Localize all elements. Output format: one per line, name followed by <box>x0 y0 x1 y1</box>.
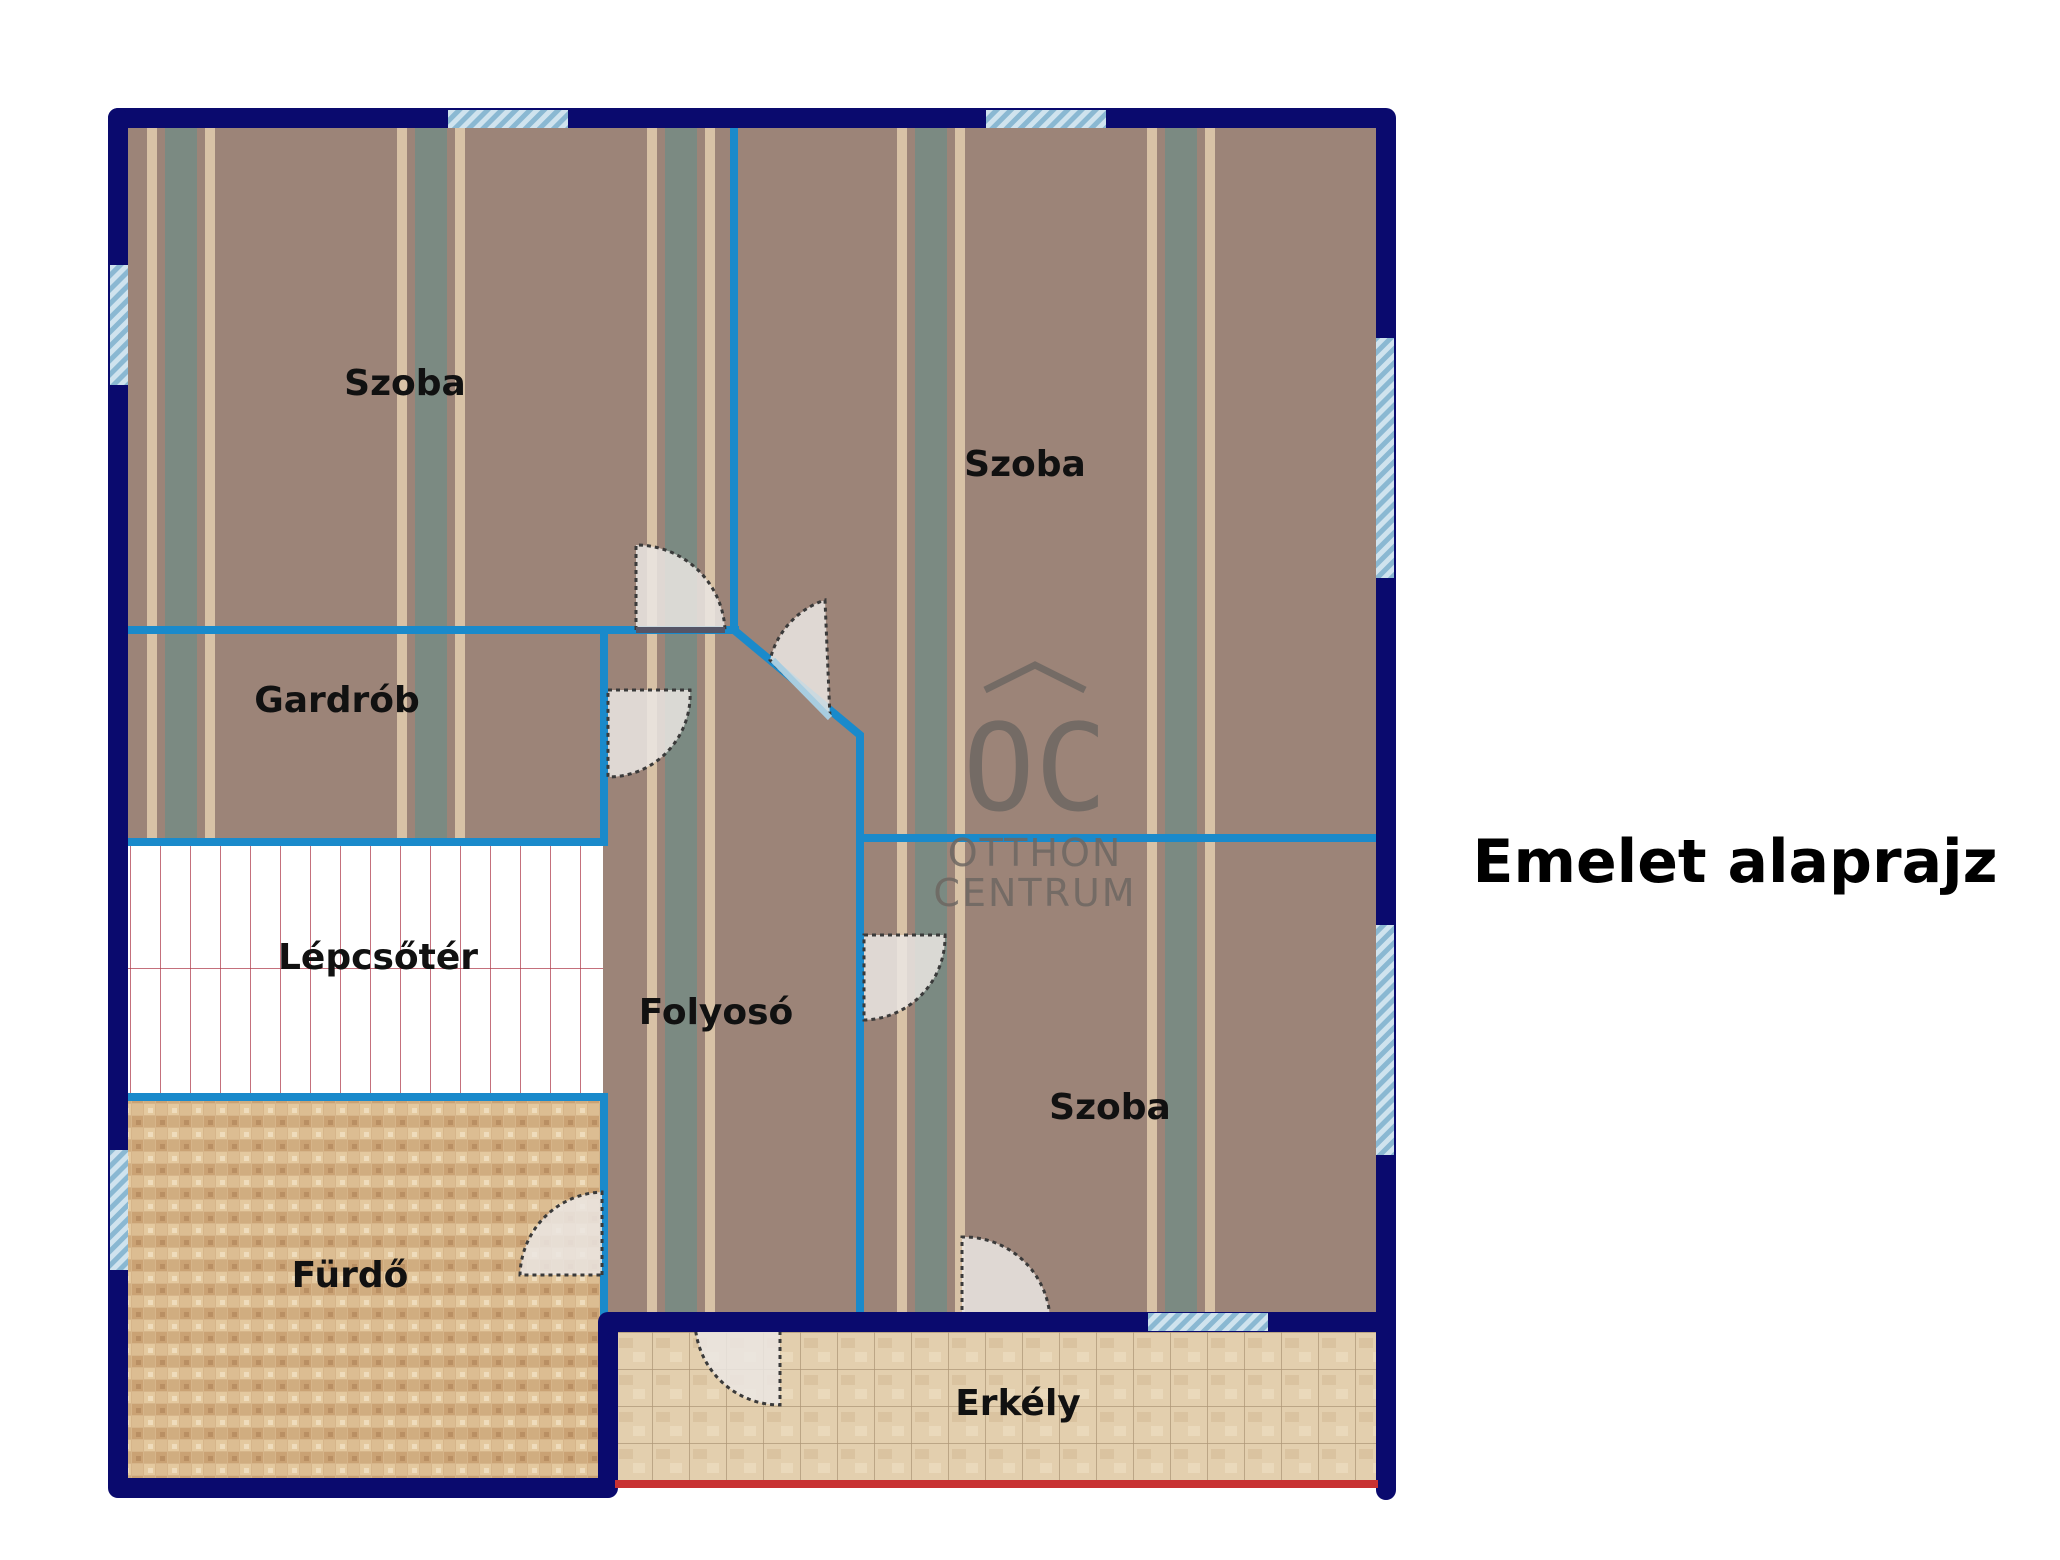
logo-roof-icon <box>983 661 1087 694</box>
window-right-2 <box>1376 925 1394 1155</box>
room-label-gardrob: Gardrób <box>254 680 420 721</box>
otthon-centrum-logo: OC OTTHON CENTRUM <box>933 661 1136 915</box>
door-szoba-bottom-right-lower <box>960 1235 1052 1320</box>
window-top-2 <box>986 110 1106 128</box>
room-label-szoba-top-left: Szoba <box>344 363 466 404</box>
room-label-lepcsoter: Lépcsőtér <box>278 937 478 978</box>
window-top-1 <box>448 110 568 128</box>
windows <box>110 110 1394 1331</box>
door-erkely <box>693 1318 782 1407</box>
door-gardrob <box>606 688 692 779</box>
bathroom-floor <box>128 1098 603 1478</box>
page-title: Emelet alaprajz <box>1472 827 1997 897</box>
door-furdo <box>518 1190 604 1277</box>
room-label-furdo: Fürdő <box>292 1255 409 1296</box>
window-right-1 <box>1376 338 1394 578</box>
room-label-folyoso: Folyosó <box>639 992 794 1033</box>
window-left-1 <box>110 265 128 385</box>
door-szoba-bottom-right <box>862 933 947 1022</box>
logo-line2: CENTRUM <box>933 871 1136 915</box>
logo-mark: OC <box>963 700 1108 839</box>
logo-line1: OTTHON <box>948 831 1123 875</box>
window-left-2 <box>110 1150 128 1270</box>
door-szoba-top-right <box>768 597 832 722</box>
room-label-erkely: Erkély <box>955 1383 1081 1424</box>
room-label-szoba-top-right: Szoba <box>964 444 1086 485</box>
doors <box>518 543 1052 1407</box>
window-balcony-door <box>1148 1313 1268 1331</box>
room-label-szoba-bottom-right: Szoba <box>1049 1087 1171 1128</box>
stair-area <box>128 842 603 1096</box>
door-szoba-top-left <box>634 543 727 632</box>
